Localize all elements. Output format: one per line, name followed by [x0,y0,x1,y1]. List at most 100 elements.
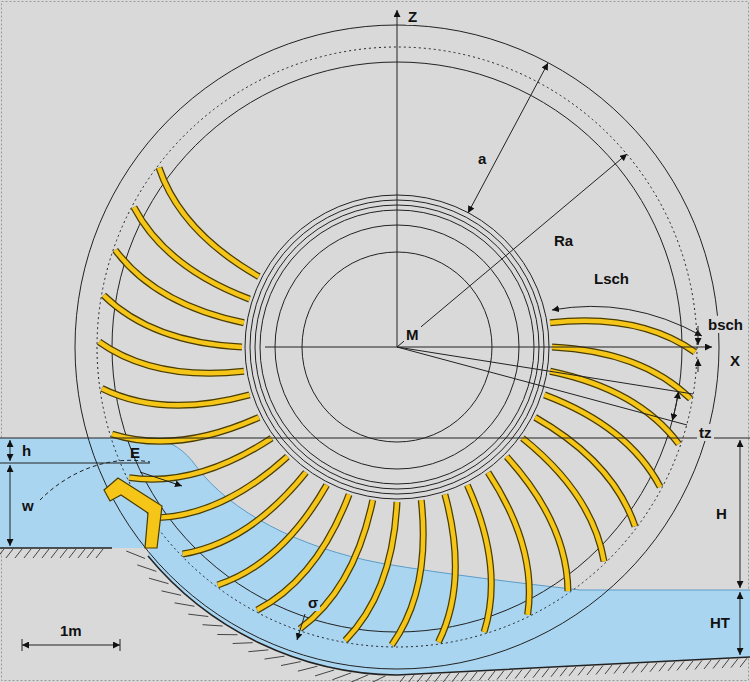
hatch-line [461,672,468,681]
blade [218,485,327,585]
hatch-line [488,671,495,680]
hatch-line [96,549,103,558]
dimension-label: tz [697,424,714,441]
hatch-line [470,672,477,681]
hatch-line [452,673,459,682]
dimension-h [10,440,11,461]
hatch-line [740,658,747,667]
blade [438,494,455,642]
blade [488,472,529,614]
blade-thickness-arrow [698,359,699,372]
point-label: E [128,444,142,461]
hatch-line [722,659,729,668]
scale-bar [22,645,120,646]
water [0,438,750,675]
hatch-line [425,674,432,682]
gap-arrow [297,614,305,640]
hatch-line [350,675,369,682]
blade-outline [104,295,242,347]
dimension-w [10,465,11,546]
hatch-line [60,549,67,558]
blade-length-dimension [552,306,702,336]
hatch-line [24,549,31,558]
hatch-line [596,665,603,674]
pitch-line [397,347,687,425]
hatch-line [69,549,76,558]
z-axis [397,10,398,347]
dimension-label: H [714,505,729,522]
blade [345,502,397,640]
blade [507,457,568,592]
hatch-line [398,676,405,682]
blade-outline [345,502,397,640]
blade-outline [438,494,455,642]
blade [552,347,690,399]
center-label: M [404,326,421,343]
dimension-label: w [20,497,36,514]
reference-lines [0,10,750,655]
blade [550,371,679,444]
scale-tick [22,639,23,651]
blade [104,295,242,347]
blade-outline [488,472,529,614]
hatch-line [731,659,738,668]
hatch-line [188,614,208,616]
blade [392,500,423,645]
hatch-line [506,670,513,679]
hatch-line [668,662,675,671]
ground [0,548,750,675]
gate [104,478,162,548]
x-axis [265,347,712,348]
breast-wall [148,556,750,675]
hatch-line [533,669,540,678]
blade [115,250,244,323]
hatch-line [416,675,423,682]
hatch-line [78,549,85,558]
axis-label: Z [406,8,419,25]
blade-outline [102,388,250,405]
hatch-line [162,591,182,595]
scale-label: 1m [58,622,84,639]
hatch-line [515,670,522,679]
blade [129,438,271,479]
hatch-line [497,671,504,680]
dimension-label: HT [708,614,732,631]
hatch-line [332,673,351,680]
dimension-label: Lsch [592,270,631,287]
dimension-label: bsch [706,316,745,333]
hatch-line [15,549,22,558]
blade-outline [129,438,271,479]
hatch-line [704,660,711,669]
axis-label: X [728,352,742,369]
blade [300,500,373,629]
hatch-line [217,634,237,635]
scale-tick [120,639,121,651]
hatch-line [367,676,385,682]
hatch-line [137,565,156,571]
hatch-line [149,578,168,583]
dimension-tailwater [740,592,741,655]
hatch-line [551,668,558,677]
hatch-line [677,661,684,670]
inflow-arrow [140,472,182,486]
hatch-line [203,625,223,626]
hatch-line [407,675,414,682]
hatch-line [33,549,40,558]
headwater-level [0,438,750,439]
hatch-line [87,549,94,558]
hatch-line [632,664,639,673]
hatch-line [659,662,666,671]
hatch-line [265,656,285,659]
hatch-line [560,667,567,676]
hatch-line [641,663,648,672]
blade [153,457,288,518]
hatch-line [650,663,657,672]
hatch-line [443,673,450,682]
hatch-line [542,668,549,677]
hatch-line [479,671,486,680]
hatch-line [434,674,441,682]
hatch-line [713,660,720,669]
hatch-line [233,642,253,644]
dimension-label: Ra [552,232,575,249]
